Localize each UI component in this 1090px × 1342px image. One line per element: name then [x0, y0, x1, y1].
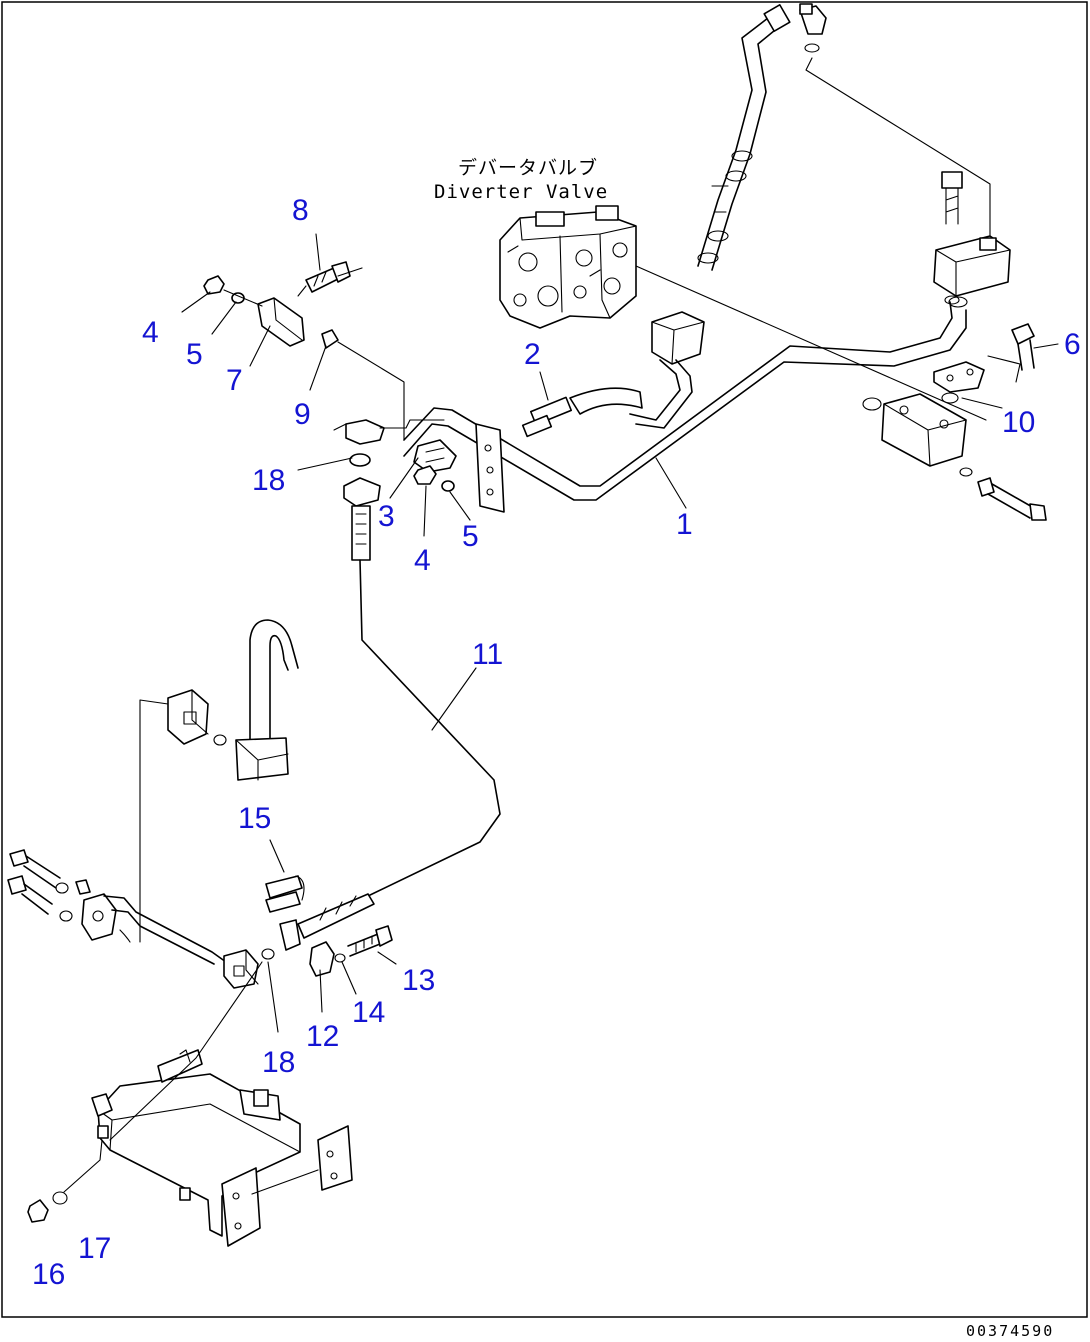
washer-17 [52, 1191, 68, 1205]
callout-14: 14 [352, 996, 385, 1029]
left-flange [81, 893, 227, 965]
callout-8: 8 [292, 194, 309, 227]
clamp-3 [333, 419, 457, 473]
tube-1 [403, 296, 968, 501]
callout-18-top: 18 [252, 464, 285, 497]
hose-15 [265, 875, 305, 913]
square-fitting [167, 689, 227, 746]
lower-end-block [223, 949, 259, 989]
bolt-leader [223, 267, 363, 307]
bracket-leader [337, 341, 405, 441]
callout-3: 3 [378, 500, 395, 533]
bolt-6 [987, 323, 1035, 383]
washer-14 [334, 953, 346, 963]
nut-4-top [203, 275, 225, 295]
mounting-plate [475, 423, 505, 513]
diverter-valve-caption-en: Diverter Valve [434, 181, 608, 203]
callout-numbers: 1 2 3 4 4 5 5 6 7 8 9 10 11 12 13 14 15 … [32, 194, 1081, 1291]
upper-hose-assembly [697, 4, 791, 271]
callout-15: 15 [238, 802, 271, 835]
right-valve-block [881, 393, 967, 467]
top-right-bolt [941, 171, 963, 225]
hose-2 [521, 387, 643, 438]
callout-4-middle: 4 [414, 544, 431, 577]
lower-bracket-assembly [91, 1049, 353, 1247]
callout-leaders [181, 233, 1059, 1033]
drawing-code: 00374590 [966, 1322, 1054, 1340]
callout-6: 6 [1064, 328, 1081, 361]
tube-11-lower-fitting [279, 893, 375, 951]
callout-16: 16 [32, 1258, 65, 1291]
o-ring-18-top [349, 453, 371, 467]
o-ring-18-bottom [261, 948, 275, 960]
washer-5-middle [441, 480, 455, 492]
callout-4-top: 4 [142, 316, 159, 349]
right-flange [933, 361, 985, 393]
tube-11 [359, 559, 501, 897]
clamp-12 [309, 941, 335, 977]
left-panel-edge [139, 699, 169, 943]
callout-11: 11 [472, 638, 503, 671]
lower-routing-leader [109, 967, 259, 1141]
diverter-valve [499, 205, 637, 329]
top-elbow-fitting [799, 3, 991, 251]
callout-7: 7 [226, 364, 243, 397]
callout-5-middle: 5 [462, 520, 479, 553]
callout-10: 10 [1002, 406, 1035, 439]
right-mount-block [933, 235, 1011, 297]
right-long-bolt [959, 467, 1047, 521]
callout-5-top: 5 [186, 338, 203, 371]
o-ring-right-top [944, 295, 960, 305]
callout-13: 13 [402, 964, 435, 997]
far-left-bolts [7, 849, 91, 922]
callout-12: 12 [306, 1020, 339, 1053]
bolt-8 [297, 261, 351, 297]
callout-2: 2 [524, 338, 541, 371]
drawing-frame [1, 1, 1088, 1318]
callout-9: 9 [294, 398, 311, 431]
washer-9 [321, 329, 339, 349]
bracket-7 [257, 297, 305, 347]
vertical-pipe-assembly [235, 619, 299, 781]
nut-leader [63, 1139, 103, 1193]
valve-to-block-leader [635, 265, 987, 421]
valve-adapter-block [629, 311, 705, 429]
bolt-13 [347, 925, 393, 957]
nut-16 [27, 1199, 49, 1223]
o-ring-10 [941, 392, 959, 404]
callout-18-bottom: 18 [262, 1046, 295, 1079]
diverter-valve-caption-jp: デバータバルブ [458, 156, 598, 179]
end-block-leader [257, 961, 263, 969]
callout-17: 17 [78, 1232, 111, 1265]
callout-1: 1 [676, 508, 693, 541]
tube-11-upper-fitting [343, 477, 381, 561]
nut-4-middle [413, 465, 437, 485]
